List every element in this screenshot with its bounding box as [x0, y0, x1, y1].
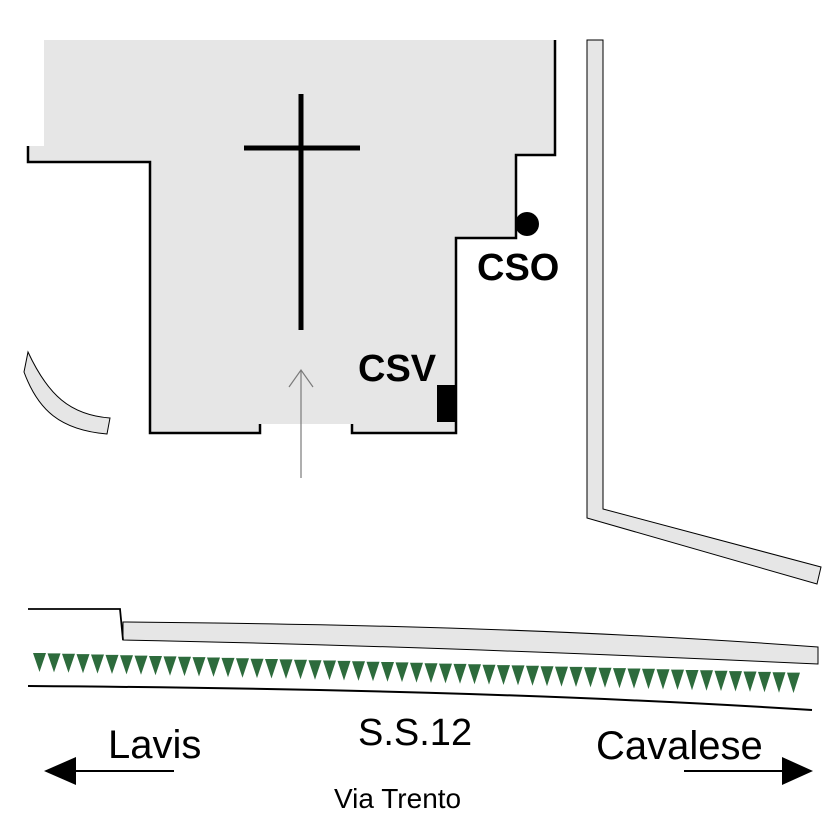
cross-icon [244, 94, 360, 330]
hedge-shrub [540, 666, 554, 687]
hedge-shrub [627, 668, 641, 689]
road-code-label: S.S.12 [358, 712, 472, 754]
hedge-shrub [134, 655, 148, 675]
hedge-shrub [685, 670, 699, 691]
hedge-shrub [743, 671, 757, 692]
hedge-shrub [598, 667, 612, 688]
hedge-shrub [366, 661, 380, 682]
hedge-shrub [511, 665, 525, 686]
direction-left-label: Lavis [108, 723, 201, 767]
csv-marker-icon [437, 385, 456, 422]
hedge-shrub [395, 662, 409, 683]
hedge-shrub [671, 669, 684, 690]
hedge-shrub [279, 659, 293, 679]
hedge-shrub [207, 657, 220, 677]
hedge-shrub [192, 657, 206, 677]
hedge-shrub [47, 653, 61, 673]
hedge-shrub [163, 656, 177, 676]
cso-label: CSO [477, 247, 559, 289]
hedge-shrub [569, 666, 583, 687]
entrance-arrow-icon [288, 368, 314, 478]
hedge-shrub [497, 665, 510, 685]
hedge-shrub [468, 664, 481, 685]
hedge-shrub [91, 654, 104, 674]
hedge-shrub [424, 663, 438, 683]
road-sidewalk [122, 621, 819, 665]
hedge-shrub [265, 659, 278, 679]
hedge-shrub [700, 670, 713, 691]
hedge-shrub [337, 660, 351, 681]
hedge-shrub [642, 668, 655, 690]
hedge-shrub [439, 663, 452, 684]
sidewalk-curve-left [23, 350, 111, 435]
hedge-shrub [294, 659, 307, 680]
church-footprint [28, 40, 555, 433]
road-name-label: Via Trento [334, 783, 461, 814]
hedge-shrub [584, 667, 597, 688]
hedge-row [33, 653, 800, 694]
hedge-shrub [149, 656, 162, 676]
hedge-shrub [308, 660, 322, 680]
hedge-shrub [714, 670, 728, 692]
direction-right-label: Cavalese [596, 724, 763, 768]
hedge-shrub [76, 654, 90, 674]
hedge-shrub [178, 656, 191, 677]
church-outline-left [26, 146, 262, 435]
hedge-shrub [758, 671, 771, 693]
hedge-shrub [772, 672, 786, 693]
hedge-shrub [236, 658, 249, 678]
hedge-shrub [323, 660, 336, 681]
hedge-shrub [221, 657, 235, 678]
hedge-shrub [410, 662, 423, 683]
road-sidewalk-step [28, 608, 124, 641]
church-building [26, 40, 557, 435]
hedge-shrub [352, 661, 365, 681]
hedge-shrub [613, 668, 626, 689]
arrow-left-icon [44, 757, 174, 785]
sidewalk-right [586, 39, 822, 585]
hedge-shrub [120, 655, 133, 675]
hedge-shrub [33, 653, 46, 672]
hedge-shrub [656, 669, 670, 690]
csv-label: CSV [358, 348, 437, 390]
arrow-right-icon [684, 757, 813, 785]
hedge-shrub [250, 658, 264, 679]
hedge-shrub [62, 653, 75, 673]
hedge-shrub [381, 662, 394, 682]
hedge-shrub [453, 663, 467, 684]
hedge-shrub [526, 665, 539, 686]
road-edge [27, 685, 813, 711]
hedge-shrub [729, 671, 742, 692]
hedge-shrub [482, 664, 496, 685]
hedge-shrub [555, 666, 568, 687]
church-outline [350, 40, 557, 435]
hedge-shrub [787, 672, 800, 694]
hedge-shrub [105, 654, 119, 674]
cso-marker-icon [515, 212, 539, 236]
